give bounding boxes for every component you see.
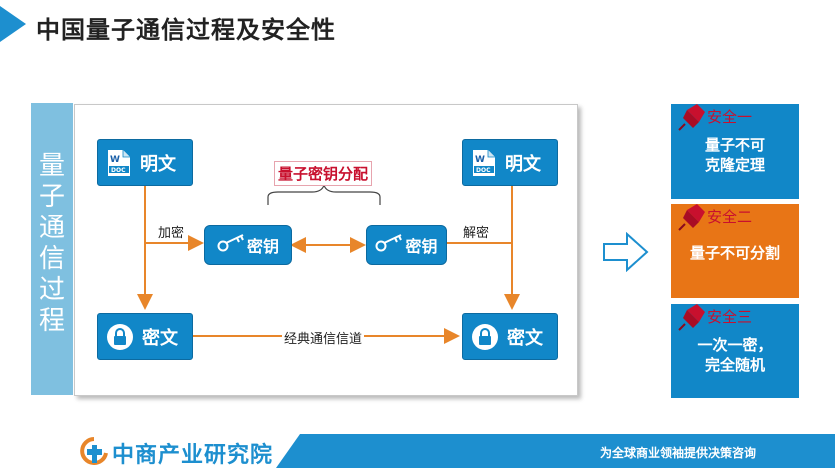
qkd-brace xyxy=(267,182,381,205)
security-box-2: 安全二 量子不可分割 xyxy=(671,204,799,298)
security-1-line2: 克隆定理 xyxy=(704,157,765,174)
security-1-line1: 量子不可 xyxy=(704,137,765,154)
plaintext-right-node: W DOC 明文 xyxy=(462,139,558,186)
security-2-head: 安全二 xyxy=(707,209,753,226)
classic-channel-label: 经典通信信道 xyxy=(282,328,365,347)
pushpin-icon xyxy=(678,304,705,331)
ciphertext-right-node: 密文 xyxy=(462,313,558,360)
footer-slogan: 为全球商业领袖提供决策咨询 xyxy=(600,446,757,460)
title-marker xyxy=(0,6,26,42)
security-3-line1: 一次一密， xyxy=(697,337,773,354)
plaintext-right-label: 明文 xyxy=(505,153,541,174)
security-box-3: 安全三 一次一密， 完全随机 xyxy=(671,304,799,398)
encrypt-label: 加密 xyxy=(158,222,185,241)
security-3-head: 安全三 xyxy=(707,309,753,326)
footer-logo-area xyxy=(0,434,300,468)
security-1-head: 安全一 xyxy=(707,109,753,126)
decrypt-label: 解密 xyxy=(463,222,490,241)
security-3-line2: 完全随机 xyxy=(704,357,765,374)
qkd-label: 量子密钥分配 xyxy=(274,161,373,186)
key-right-node: 密钥 xyxy=(366,225,447,265)
security-box-1: 安全一 量子不可 克隆定理 xyxy=(671,104,799,199)
key-left-node: 密钥 xyxy=(204,225,292,265)
document-icon: W DOC xyxy=(471,149,497,177)
company-logo-icon xyxy=(80,437,108,465)
svg-text:DOC: DOC xyxy=(476,167,491,174)
key-left-label: 密钥 xyxy=(246,239,279,256)
plaintext-left-label: 明文 xyxy=(140,153,176,174)
ciphertext-right-label: 密文 xyxy=(507,327,543,348)
footer-logo-text: 中商产业研究院 xyxy=(112,442,274,467)
pushpin-icon xyxy=(678,204,705,231)
plaintext-left-node: W DOC 明文 xyxy=(97,139,193,186)
key-icon xyxy=(217,233,247,257)
svg-text:W: W xyxy=(110,155,120,165)
svg-text:DOC: DOC xyxy=(111,167,126,174)
key-right-label: 密钥 xyxy=(405,239,438,256)
process-side-title: 量子通信过程 xyxy=(38,150,65,335)
process-side-bar xyxy=(31,103,73,395)
ciphertext-left-label: 密文 xyxy=(142,327,178,348)
security-2-line1: 量子不可分割 xyxy=(689,245,780,262)
svg-text:W: W xyxy=(475,155,485,165)
lock-icon xyxy=(106,323,134,351)
right-arrow-icon xyxy=(603,232,649,272)
pushpin-icon xyxy=(678,104,705,131)
page-title: 中国量子通信过程及安全性 xyxy=(36,17,336,44)
lock-icon xyxy=(471,323,499,351)
key-icon xyxy=(375,233,405,257)
document-icon: W DOC xyxy=(106,149,132,177)
ciphertext-left-node: 密文 xyxy=(97,313,193,360)
